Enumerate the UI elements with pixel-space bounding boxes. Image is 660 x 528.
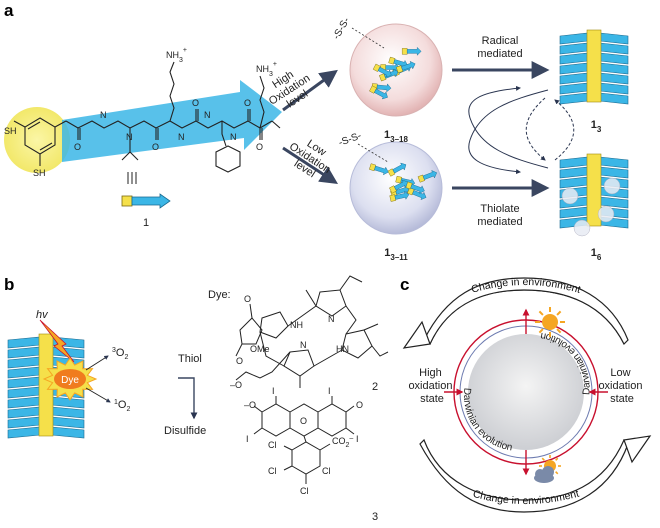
dye3-co2: CO2– [332, 435, 353, 449]
dye3-cl-3: Cl [300, 486, 309, 496]
disulfide-low: -S-S- [337, 130, 363, 148]
atom-n-2: N [126, 132, 133, 142]
dye3-i-2: I [328, 386, 331, 396]
thiol-label: Thiol [178, 353, 202, 365]
atom-n-5: N [230, 132, 237, 142]
benzene-ring [13, 61, 281, 173]
dye2-o-1: O [244, 294, 251, 304]
fiber-stack-1-3 [559, 29, 629, 105]
thiol-sh-top: SH [4, 126, 17, 136]
atom-n-3: N [178, 132, 185, 142]
dye2-o-2: O [236, 356, 243, 366]
thiol-to-disulfide-arrow [178, 377, 198, 420]
compound-2-label: 2 [372, 381, 378, 393]
disulfide-high: -S-S- [331, 16, 352, 42]
dye3-cl-1: Cl [268, 440, 277, 450]
dye2-carboxylate: –O [230, 380, 242, 390]
compound-3-label: 3 [372, 511, 378, 523]
product-low-label: 16 [591, 247, 602, 262]
dye-ellipse [54, 369, 86, 389]
pre-high-label: 13–18 [384, 129, 408, 144]
hv-label: hv [36, 309, 49, 321]
disulfide-label: Disulfide [164, 425, 206, 437]
compound-1-label: 1 [143, 217, 149, 229]
fiber-stack-1-6 [559, 153, 629, 237]
triplet-oxygen-label: 3O2 [112, 347, 128, 361]
dye-2-structure [235, 275, 389, 388]
dye3-i-4: I [356, 434, 359, 444]
low-oxidation-arrow [282, 146, 339, 184]
panel-label-b: b [4, 275, 14, 294]
dye2-nh-1: NH [290, 320, 303, 330]
dye-label: Dye [61, 375, 79, 386]
dye-header: Dye: [208, 289, 231, 301]
thiol-sh-bottom: SH [33, 168, 46, 178]
top-arc-arrowhead [402, 320, 431, 349]
atom-n-4: N [204, 110, 211, 120]
high-oxidation-arrow [282, 69, 338, 112]
dye3-i-1: I [272, 386, 275, 396]
peptide-backbone-highlight [62, 80, 282, 162]
dye3-o-minus: –O [244, 400, 256, 410]
dye2-n-2: N [300, 340, 307, 350]
monomer-icon [121, 172, 171, 209]
dye3-o-bridge: O [300, 416, 307, 426]
nh3-label-2: NH3+ [256, 61, 277, 78]
evolution-core [468, 334, 584, 450]
atom-o-5: O [256, 142, 263, 152]
dye2-hn: HN [336, 344, 349, 354]
low-oxidation-state-label: Low oxidation state [598, 367, 645, 405]
singlet-oxygen-label: 1O2 [114, 399, 130, 413]
pre-low-label: 13–11 [384, 247, 408, 262]
dye2-ome: OMe [250, 344, 270, 354]
high-sphere-fragments [369, 46, 422, 100]
dye3-i-3: I [246, 434, 249, 444]
atom-o-2: O [152, 142, 159, 152]
dye-3-structure [253, 396, 355, 484]
atom-o-1: O [74, 142, 81, 152]
dye2-n-1: N [328, 314, 335, 324]
dye3-cl-2: Cl [268, 466, 277, 476]
panel-label-a: a [4, 1, 14, 20]
dye3-cl-4: Cl [322, 466, 331, 476]
atom-n-1: N [100, 110, 107, 120]
atom-o-3: O [192, 98, 199, 108]
sun-cloud-icon [534, 455, 561, 483]
sun-icon [535, 307, 565, 337]
photon-bolt-icon [39, 319, 75, 363]
low-sphere-fragments [369, 162, 438, 202]
atom-o-4: O [244, 98, 251, 108]
thiol-highlight [4, 107, 70, 173]
panel-label-c: c [400, 275, 409, 294]
high-oxidation-state-label: High oxidation state [408, 367, 455, 405]
product-high-label: 13 [591, 119, 602, 134]
bottom-arc-arrowhead [623, 435, 652, 464]
dye3-o: O [356, 400, 363, 410]
nh3-label-1: NH3+ [166, 47, 187, 64]
